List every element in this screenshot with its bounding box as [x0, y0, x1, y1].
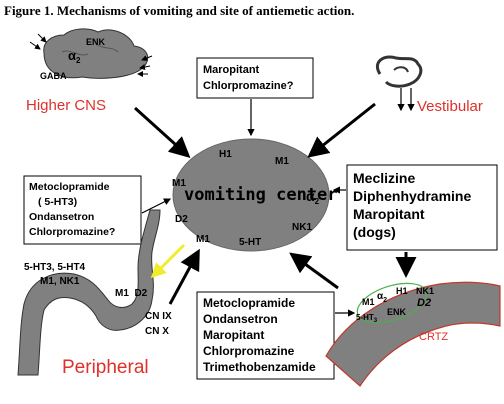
crtz-receptor-d2: D2	[417, 297, 431, 309]
vc-receptor-nk1: NK1	[292, 222, 312, 233]
crtz-receptor-5ht3: 5-HT3	[356, 313, 378, 324]
vc-receptor-5ht: 5-HT	[239, 237, 261, 248]
drug-box-bottom-line4: Chlorpromazine	[203, 344, 295, 358]
cns-input-arrows	[29, 33, 153, 77]
arrow-vestibular-to-center	[307, 102, 376, 158]
crtz-receptor-m1: M1	[362, 297, 375, 307]
crtz-receptor-enk: ENK	[387, 307, 407, 317]
arrow-vagus-to-center	[168, 248, 200, 305]
vc-receptor-d2: D2	[175, 214, 188, 225]
crtz-receptor-nk1: NK1	[416, 286, 434, 296]
vc-receptor-m1-bottom: M1	[196, 234, 210, 245]
arrow-leftbox-to-center	[141, 198, 172, 214]
figure-title: Figure 1. Mechanisms of vomiting and sit…	[4, 3, 354, 18]
higher-cns-label: Higher CNS	[26, 97, 106, 114]
crtz-receptor-alpha2: α2	[377, 291, 387, 304]
peripheral-receptors-line2: M1, NK1	[40, 276, 80, 287]
drug-box-left	[23, 175, 142, 245]
vomiting-center-ellipse	[172, 138, 330, 252]
vc-receptor-alpha2: α2	[306, 188, 320, 206]
cn-x-label: CN X	[145, 326, 169, 337]
cns-receptor-alpha2: α2	[68, 48, 81, 65]
drug-box-right-line2: Diphenhydramine	[353, 188, 471, 204]
crtz-receptor-h1: H1	[396, 286, 408, 296]
crtz-receptor-region	[356, 282, 428, 324]
peripheral-receptors-gut: M1 D2	[115, 288, 148, 299]
drug-box-right-line4: (dogs)	[353, 224, 396, 240]
pathway-arrows	[133, 99, 417, 317]
peripheral-receptors-line1: 5-HT3, 5-HT4	[24, 262, 86, 273]
drug-box-right-line3: Maropitant	[353, 206, 425, 222]
drug-box-top-line2: Chlorpromazine?	[203, 80, 294, 92]
cn-ix-label: CN IX	[145, 311, 172, 322]
arrow-cns-to-center	[133, 106, 191, 159]
crtz-label: CRTZ	[419, 331, 448, 343]
drug-box-right	[346, 164, 498, 251]
drug-box-top-line1: Maropitant	[203, 64, 260, 76]
drug-box-left-line4: Chlorpromazine?	[29, 226, 115, 238]
drug-box-right-line1: Meclizine	[353, 170, 415, 186]
drug-box-left-line3: Ondansetron	[29, 211, 94, 223]
drug-box-top	[196, 57, 314, 99]
gut-shape	[17, 209, 161, 376]
vestibular-label: Vestibular	[417, 98, 483, 115]
vomiting-center-label: vomiting center	[184, 185, 338, 205]
vestibular-input-arrows	[397, 88, 415, 112]
vc-receptor-m1-top: M1	[275, 156, 289, 167]
drug-box-left-line1: Metoclopramide	[29, 181, 110, 193]
drug-box-bottom-line3: Maropitant	[203, 328, 264, 342]
cns-receptor-enk: ENK	[86, 37, 106, 47]
cns-receptor-gaba: GABA	[40, 71, 67, 81]
vc-receptor-m1-left: M1	[172, 178, 186, 189]
drug-box-left-line2: ( 5-HT3)	[38, 196, 77, 208]
arrow-crtz-to-center	[289, 252, 339, 290]
brain-shape	[43, 28, 149, 79]
drug-box-bottom-line5: Trimethobenzamide	[203, 360, 316, 374]
arrow-yellow-drug-to-gut	[150, 243, 186, 279]
drug-box-bottom-line2: Ondansetron	[203, 312, 278, 326]
drug-box-bottom	[196, 291, 335, 380]
ear-icon	[375, 55, 423, 88]
peripheral-label: Peripheral	[62, 357, 149, 378]
crtz-shape	[325, 281, 501, 387]
drug-box-bottom-line1: Metoclopramide	[203, 296, 295, 310]
vc-receptor-h1: H1	[219, 149, 232, 160]
